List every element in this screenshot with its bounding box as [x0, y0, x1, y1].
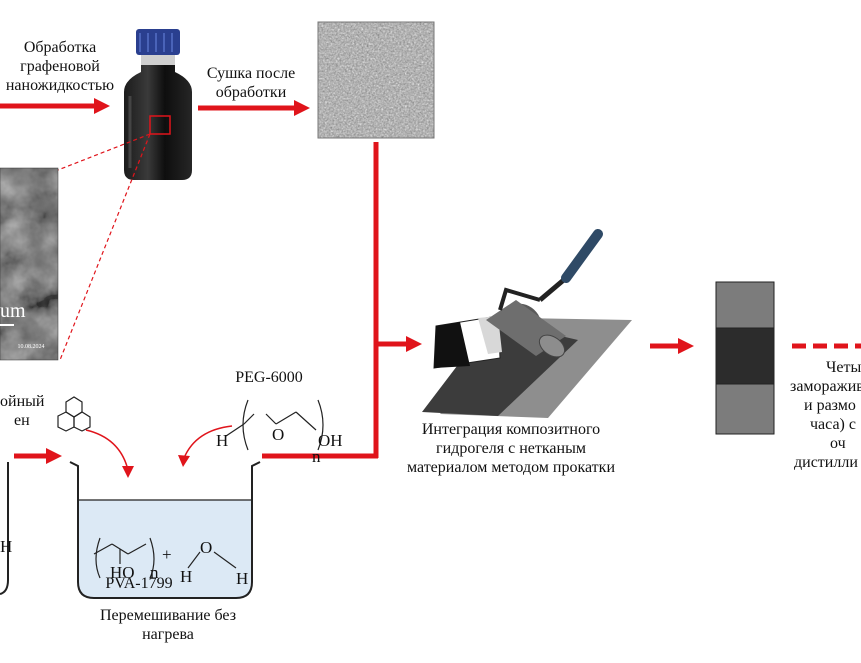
pva-structure	[93, 537, 155, 579]
mixing-beaker	[69, 461, 261, 599]
zoom-line-bottom	[59, 133, 151, 361]
water-o: O	[200, 538, 212, 557]
label-line: наножидкостью	[5, 77, 115, 94]
sem-micrograph	[0, 167, 59, 361]
zoom-line-top	[57, 133, 151, 171]
label-line: графеновой	[20, 58, 100, 75]
label-pva-name: PVA-1799	[105, 575, 173, 592]
pva-ho: HO	[110, 563, 135, 582]
label-line: ен	[14, 412, 30, 429]
arrow-treatment-to-bottle	[0, 98, 110, 114]
peg-structure	[225, 399, 324, 451]
nonwoven-fabric-image	[317, 21, 435, 139]
water-structure	[187, 551, 237, 569]
label-drying: Сушка после обработки	[196, 64, 306, 102]
label-line: гидрогеля с нетканым	[436, 440, 586, 457]
arrow-bottle-to-fabric	[198, 100, 310, 116]
composite-sample	[715, 281, 775, 435]
beaker-left-partial	[0, 462, 9, 595]
arrow-fabric-down-to-integration	[373, 142, 422, 458]
label-layered-graphene: ойный ен	[0, 392, 52, 430]
sem-scale-label: um	[0, 300, 26, 322]
peg-oh: OH	[318, 431, 343, 450]
water-h2: H	[236, 569, 248, 588]
label-line: нагрева	[142, 626, 194, 643]
graphene-nanofluid-bottle	[124, 29, 192, 180]
label-line: оч	[830, 435, 846, 452]
peg-n: n	[312, 447, 321, 466]
label-line: обработки	[215, 84, 287, 101]
graphene-hexagon-icon	[57, 396, 91, 432]
left-partial-h: H	[0, 537, 12, 556]
arrow-integration-to-sample	[650, 338, 694, 354]
label-right-partial: Четы заморажив и размо часа) с оч дистил…	[790, 358, 861, 472]
label-line: часа) с	[810, 416, 856, 433]
roller-coating-illustration	[422, 229, 632, 418]
label-peg-name: PEG-6000	[235, 369, 303, 386]
label-line: Обработка	[23, 39, 97, 56]
label-line: Интеграция композитного	[421, 421, 601, 438]
arrow-left-beaker-to-beaker	[14, 448, 62, 464]
label-line: Перемешивание без	[99, 607, 237, 624]
sem-date-label: 10.08.2024	[17, 344, 45, 350]
label-line: материалом методом прокатки	[406, 459, 616, 476]
label-integration: Интеграция композитного гидрогеля с нетк…	[398, 420, 624, 477]
label-mixing: Перемешивание без нагрева	[78, 606, 258, 644]
arrow-graphene-to-beaker	[85, 429, 129, 471]
peg-atom-o: O	[272, 425, 284, 444]
arrow-peg-to-beaker	[183, 425, 233, 459]
label-line: и размо	[804, 397, 856, 414]
plus-sign: +	[162, 545, 172, 564]
label-line: ойный	[0, 393, 45, 410]
label-line: дистилли	[794, 454, 858, 471]
label-graphene-treatment: Обработка графеновой наножидкостью	[0, 38, 120, 95]
peg-atom-h: H	[216, 431, 228, 450]
label-line: Четы	[826, 359, 861, 376]
water-h1: H	[180, 567, 192, 586]
pva-n: n	[150, 563, 159, 582]
label-line: заморажив	[790, 378, 861, 395]
label-line: Сушка после	[206, 65, 296, 82]
